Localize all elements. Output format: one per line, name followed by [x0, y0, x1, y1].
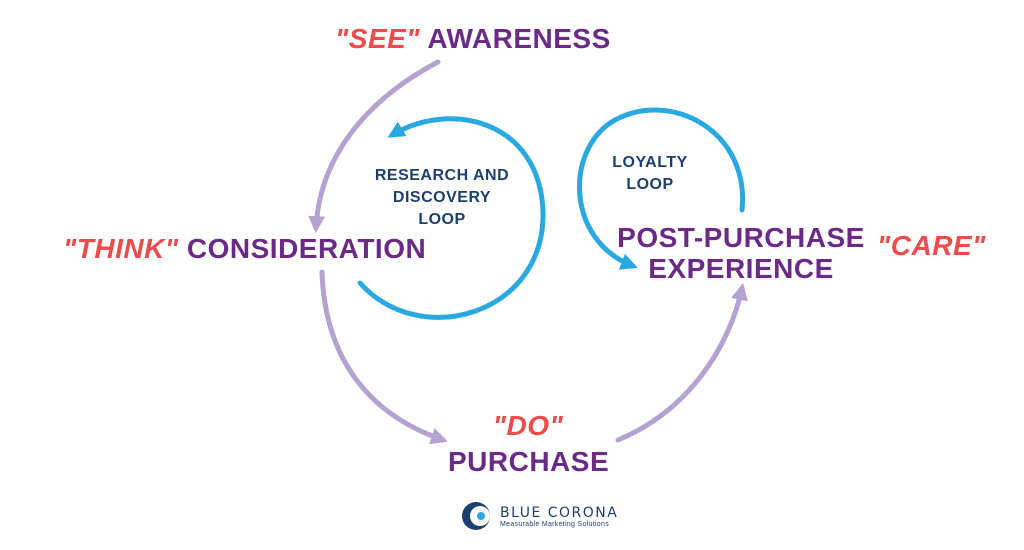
- brand-name: BLUE CORONA: [500, 504, 619, 521]
- loyalty-loop-arrow: [576, 107, 745, 270]
- awareness-label: AWARENESS: [427, 23, 611, 54]
- arc-consideration-to-purchase: [319, 269, 448, 445]
- purchase-quote: "DO": [492, 410, 564, 441]
- consideration-quote: "THINK": [63, 233, 179, 264]
- brand-logo: BLUE CORONA Measurable Marketing Solutio…: [460, 500, 618, 532]
- post-purchase-line2: EXPERIENCE: [648, 253, 834, 284]
- arc-purchase-to-post-purchase: [615, 283, 748, 443]
- awareness-quote: "SEE": [335, 23, 421, 54]
- loyalty-loop-line1: LOYALTY: [612, 154, 688, 171]
- stage-awareness: "SEE" AWARENESS: [335, 23, 611, 55]
- post-purchase-quote: "CARE": [877, 230, 986, 261]
- loyalty-loop-line2: LOOP: [626, 176, 674, 193]
- purchase-label: PURCHASE: [448, 446, 610, 477]
- post-purchase-line1: POST-PURCHASE: [617, 222, 865, 253]
- arc-awareness-to-consideration: [308, 59, 441, 234]
- research-loop-line3: LOOP: [418, 211, 466, 228]
- stage-post-purchase: POST-PURCHASE EXPERIENCE: [616, 222, 866, 284]
- research-loop-line2: DISCOVERY: [392, 189, 492, 206]
- brand-tagline: Measurable Marketing Solutions: [500, 520, 609, 528]
- research-loop-label: RESEARCH AND DISCOVERY LOOP: [362, 165, 522, 231]
- stage-consideration: "THINK" CONSIDERATION: [63, 233, 426, 265]
- research-loop-line1: RESEARCH AND: [374, 167, 510, 184]
- research-loop-arrow: [357, 116, 546, 320]
- consideration-label: CONSIDERATION: [186, 233, 427, 264]
- loyalty-loop-label: LOYALTY LOOP: [610, 152, 690, 196]
- crescent-logo-icon: [462, 502, 490, 530]
- stage-purchase: "DO" PURCHASE: [448, 408, 610, 480]
